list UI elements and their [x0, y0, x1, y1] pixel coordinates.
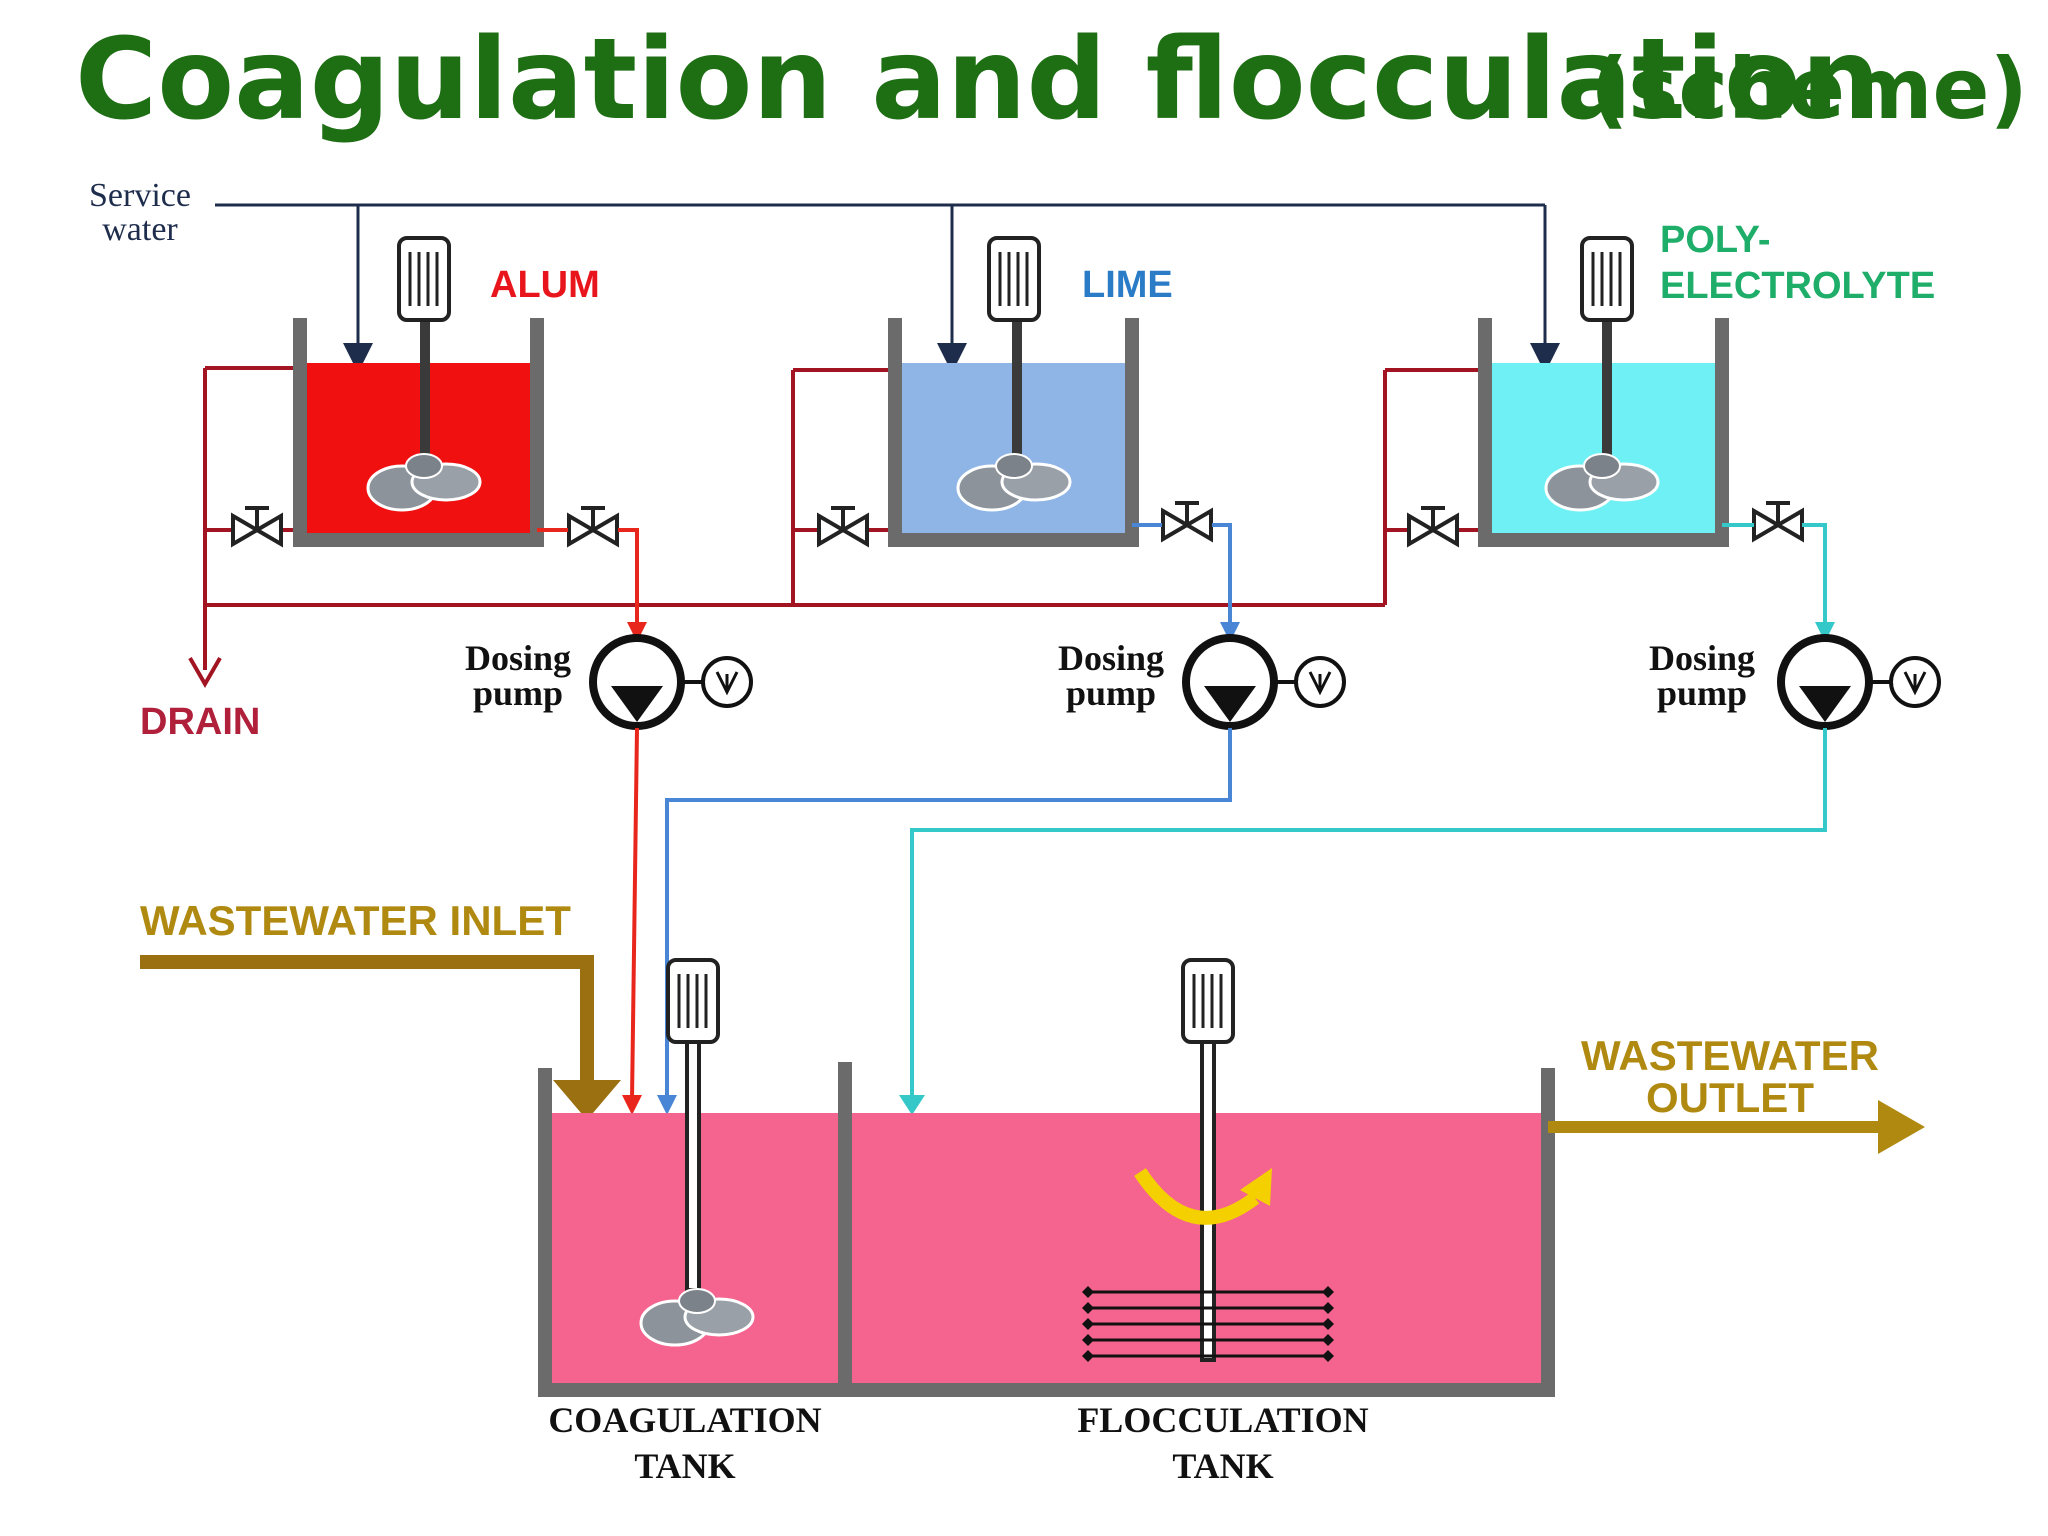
lime-dosing-pump-label-2: pump: [1066, 673, 1156, 713]
wastewater-inlet-label: WASTEWATER INLET: [140, 897, 571, 944]
lime-motor: [987, 236, 1041, 322]
polyelectrolyte-outlet-valve[interactable]: [1752, 501, 1804, 541]
alum-discharge-line: [622, 727, 642, 1115]
polyelectrolyte-dosing-pump-label: Dosing: [1649, 638, 1755, 678]
alum-dosing-pump-label: Dosing: [465, 638, 571, 678]
wastewater-inlet-arrowhead: [553, 1080, 621, 1120]
coagulation-motor: [666, 958, 720, 1044]
rotation-arrow-icon: [1134, 1168, 1272, 1225]
page-title: Coagulation and flocculation: [75, 15, 1881, 145]
service-water-line: [215, 203, 1560, 373]
alum-outlet-valve[interactable]: [567, 506, 619, 546]
polyelectrolyte-drain-valve[interactable]: [1407, 506, 1459, 546]
lime-dosing-pump-label: Dosing: [1058, 638, 1164, 678]
service-water-label-2: water: [102, 211, 178, 248]
alum-label: ALUM: [490, 264, 600, 306]
alum-dosing-pump-label-2: pump: [473, 673, 563, 713]
lime-drain-valve[interactable]: [817, 506, 869, 546]
alum-dosing-pump[interactable]: [593, 638, 751, 726]
coagulation-tank-label-2: TANK: [634, 1446, 735, 1486]
polyelectrolyte-motor: [1580, 236, 1634, 322]
polyelectrolyte-discharge-line: [899, 728, 1827, 1115]
service-water-label: Service: [89, 177, 191, 214]
flocculation-motor: [1181, 958, 1235, 1044]
alum-feed-line: [537, 528, 647, 642]
alum-drain-valve[interactable]: [231, 506, 283, 546]
lime-label: LIME: [1082, 264, 1173, 306]
wastewater-outlet-label: WASTEWATER: [1581, 1032, 1879, 1079]
drain-label: DRAIN: [140, 701, 260, 743]
lime-dosing-pump[interactable]: [1186, 638, 1344, 726]
lime-feed-line: [1132, 523, 1240, 642]
polyelectrolyte-label-2: ELECTROLYTE: [1660, 265, 1935, 307]
drain-arrowhead: [188, 657, 222, 689]
flocculation-paddle: [1082, 1040, 1334, 1362]
main-tank: [538, 1062, 1555, 1397]
lime-outlet-valve[interactable]: [1161, 501, 1213, 541]
polyelectrolyte-label: POLY-: [1660, 219, 1771, 261]
polyelectrolyte-tank: [1478, 318, 1729, 547]
wastewater-outlet-label-2: OUTLET: [1646, 1074, 1814, 1121]
alum-tank: [293, 318, 544, 547]
polyelectrolyte-dosing-pump-label-2: pump: [1657, 673, 1747, 713]
lime-discharge-line: [657, 728, 1232, 1115]
page-title-suffix: (scheme): [1590, 40, 2028, 138]
flocculation-tank-label-2: TANK: [1172, 1446, 1273, 1486]
lime-tank: [888, 318, 1139, 547]
wastewater-outlet-arrowhead: [1878, 1100, 1925, 1154]
coagulation-tank-label: COAGULATION: [548, 1400, 821, 1440]
wastewater-inlet-pipe: [140, 955, 594, 1088]
polyelectrolyte-feed-line: [1722, 523, 1835, 642]
polyelectrolyte-dosing-pump[interactable]: [1781, 638, 1939, 726]
flocculation-tank-label: FLOCCULATION: [1077, 1400, 1368, 1440]
drain-line: [203, 366, 1490, 670]
alum-motor: [397, 236, 451, 322]
